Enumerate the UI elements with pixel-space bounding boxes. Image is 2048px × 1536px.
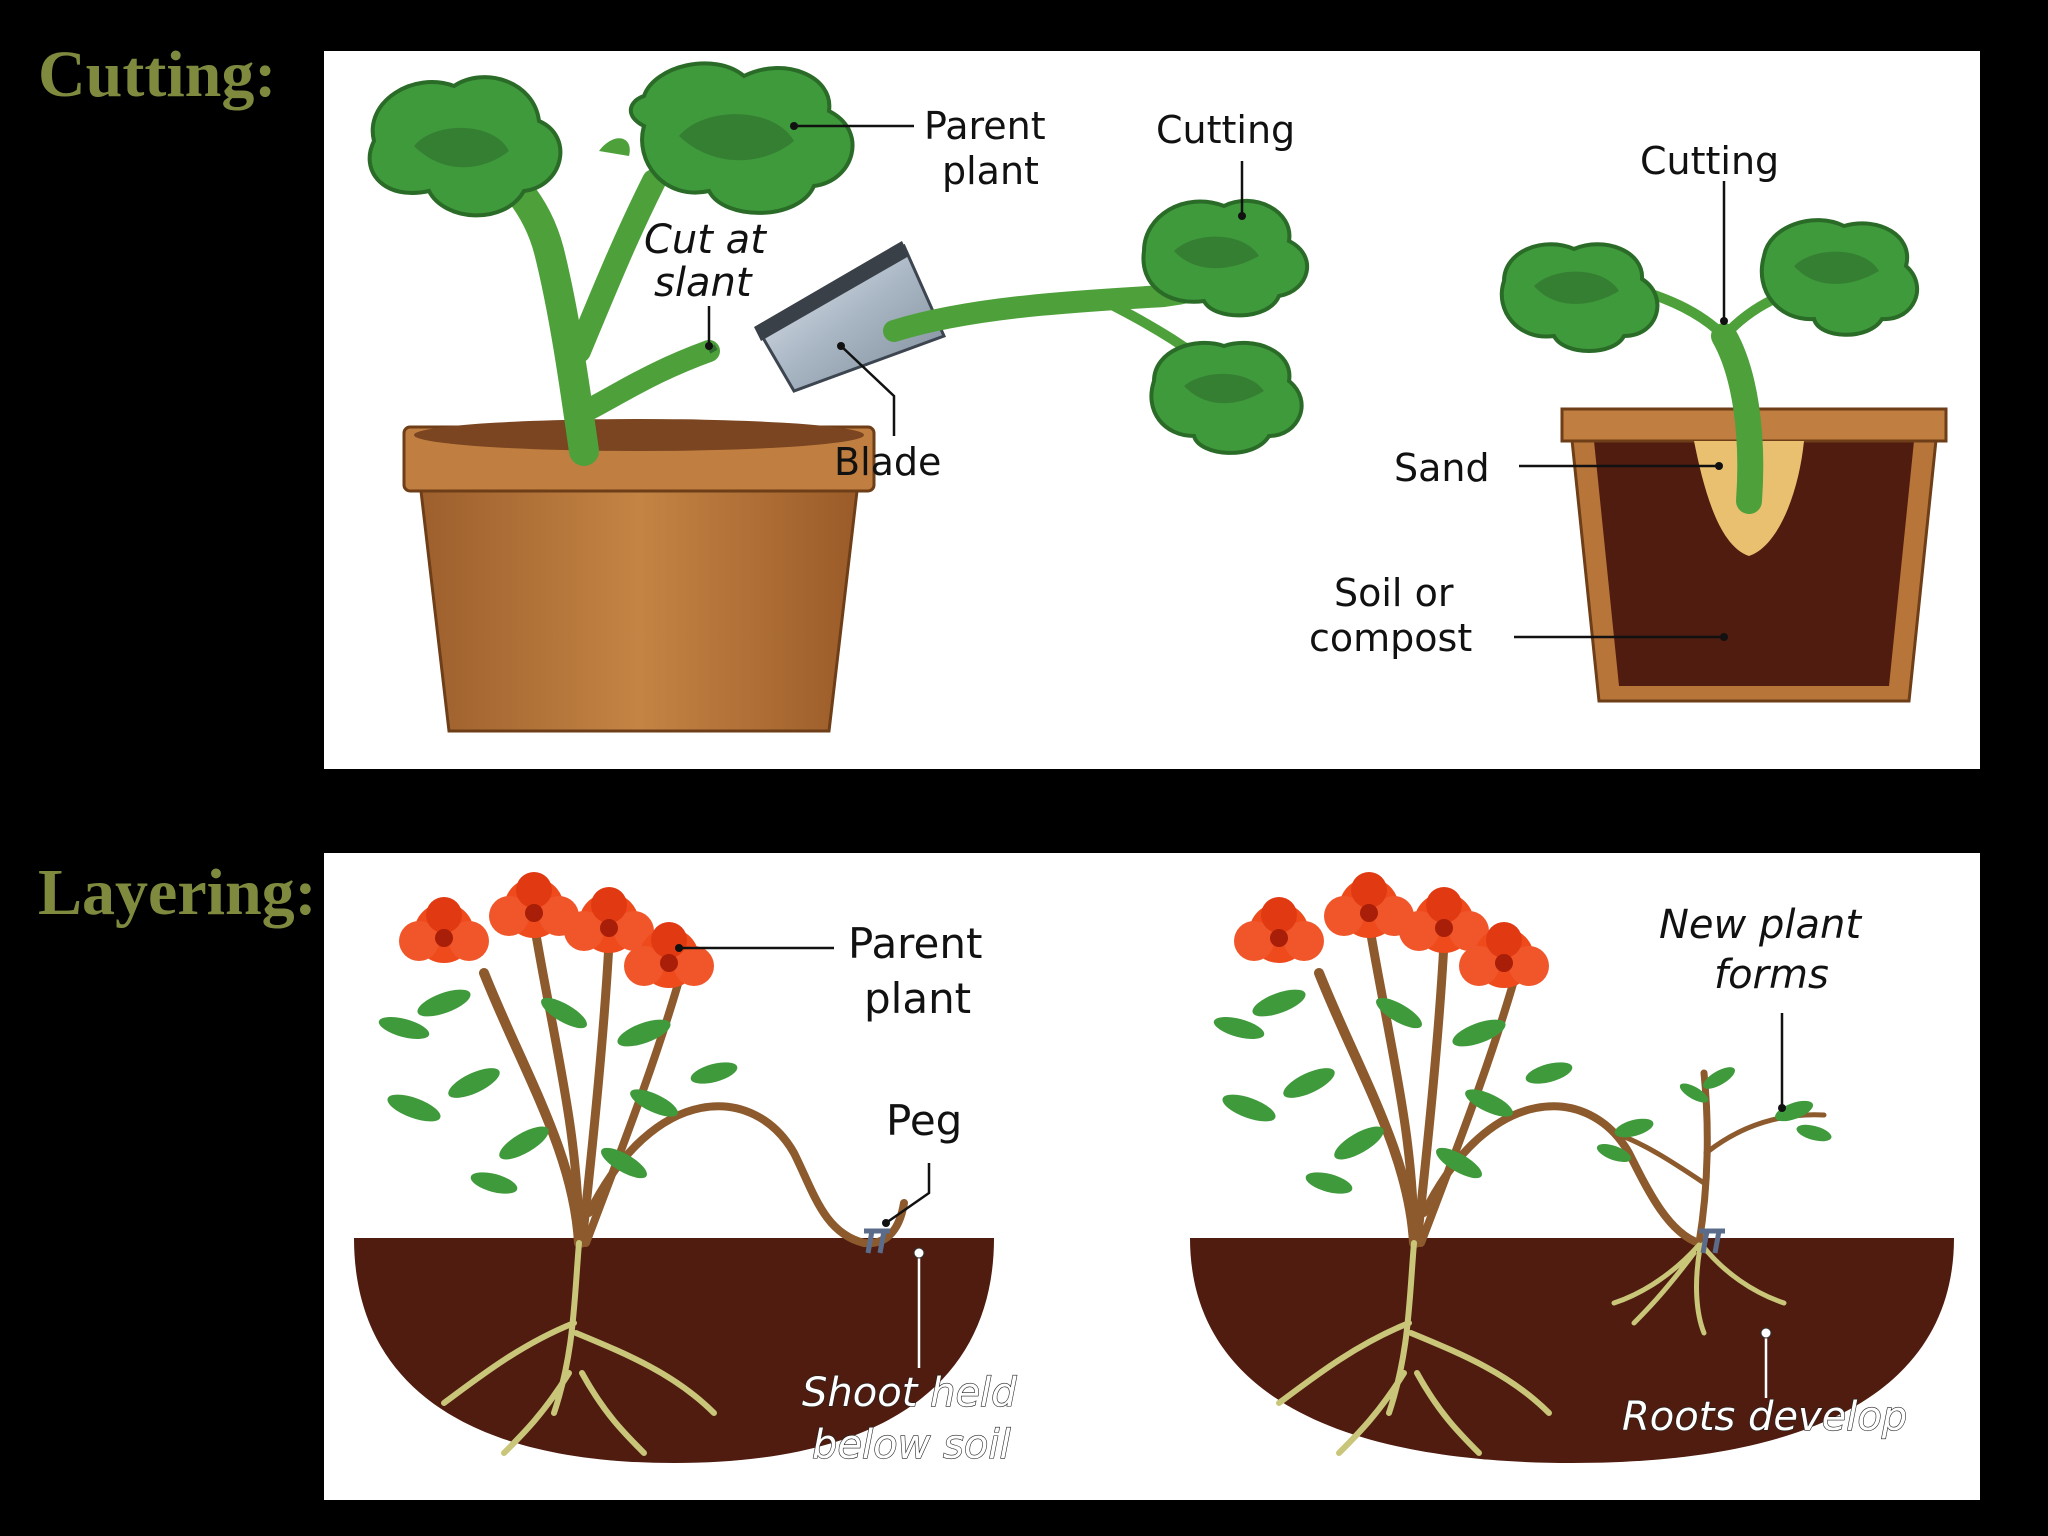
right-cutting <box>1499 218 1920 514</box>
label-shoot-2: below soil <box>812 1422 1011 1468</box>
new-plant <box>1611 1069 1827 1336</box>
label-cut-at-slant-2: slant <box>654 260 753 306</box>
layering-leaders <box>675 944 1786 1398</box>
label-layer-parent-plant-1: Parent <box>848 919 982 968</box>
right-peg <box>1699 1228 1725 1254</box>
label-soil-2: compost <box>1309 616 1472 660</box>
right-leaves <box>1213 989 1573 1194</box>
right-pot <box>1560 407 1948 703</box>
label-peg: Peg <box>886 1096 962 1145</box>
label-new-plant-1: New plant <box>1659 902 1862 948</box>
label-cutting-right: Cutting <box>1640 139 1779 183</box>
right-flowers <box>1234 872 1549 988</box>
label-shoot-1: Shoot held <box>802 1370 1017 1416</box>
cutting-piece <box>883 199 1309 455</box>
label-cut-at-slant-1: Cut at <box>644 217 767 263</box>
layering-heading: Layering: <box>38 856 317 929</box>
cutting-diagram: Parent plant Cut at slant Blade Cutting … <box>324 51 1980 769</box>
label-layer-parent-plant-2: plant <box>864 974 971 1023</box>
left-flowers <box>399 872 714 988</box>
cutting-leaders <box>705 122 1728 641</box>
parent-plant <box>367 61 855 466</box>
label-new-plant-2: forms <box>1714 952 1829 998</box>
label-blade: Blade <box>834 440 941 484</box>
left-leaves <box>378 989 738 1194</box>
left-peg <box>864 1228 890 1254</box>
left-soil <box>354 1238 994 1463</box>
label-cutting-left: Cutting <box>1156 108 1295 152</box>
layering-diagram: Parent plant Peg Shoot held below soil N… <box>324 853 1980 1500</box>
label-soil-1: Soil or <box>1334 571 1454 615</box>
label-roots-develop: Roots develop <box>1622 1394 1907 1440</box>
blade <box>754 241 947 393</box>
left-pot <box>402 419 876 733</box>
label-sand: Sand <box>1394 446 1490 490</box>
cutting-heading: Cutting: <box>38 38 277 111</box>
new-plant-leaves <box>1596 1067 1832 1163</box>
label-parent-plant-1: Parent <box>924 104 1046 148</box>
label-parent-plant-2: plant <box>942 149 1039 193</box>
